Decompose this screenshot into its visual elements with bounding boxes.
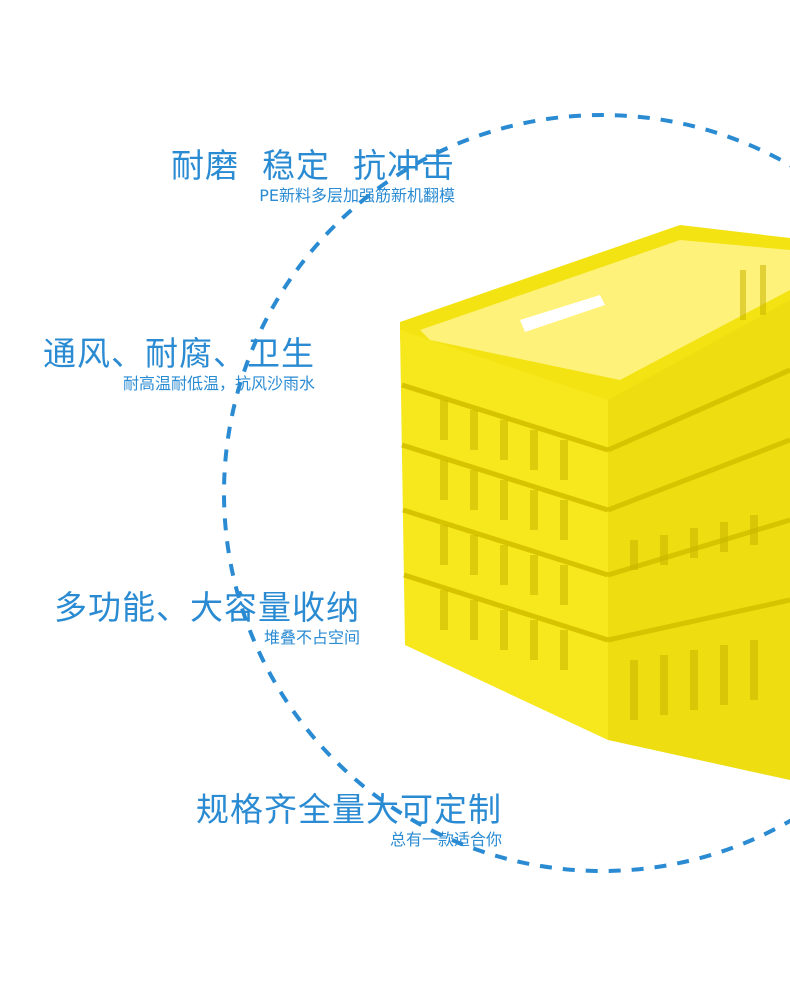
- feature-subtitle: 总有一款适合你: [389, 830, 502, 849]
- feature-title: 多功能、大容量收纳: [54, 588, 360, 627]
- feature-storage: 多功能、大容量收纳 堆叠不占空间: [54, 588, 360, 648]
- feature-title: 规格齐全量大可定制: [196, 790, 502, 829]
- crate-handle-hole: [520, 295, 605, 332]
- dashed-circle: [222, 113, 790, 873]
- feature-durable: 耐磨 稳定 抗冲击 PE新料多层加强筋新机翻模: [171, 146, 455, 206]
- feature-title: 通风、耐腐、卫生: [43, 334, 315, 373]
- feature-title: 耐磨 稳定 抗冲击: [171, 146, 455, 185]
- crate-image: [400, 225, 790, 780]
- feature-subtitle: 堆叠不占空间: [263, 628, 360, 647]
- feature-subtitle: PE新料多层加强筋新机翻模: [259, 186, 455, 205]
- feature-custom: 规格齐全量大可定制 总有一款适合你: [196, 790, 502, 850]
- feature-ventilation: 通风、耐腐、卫生 耐高温耐低温，抗风沙雨水: [43, 334, 315, 394]
- feature-subtitle: 耐高温耐低温，抗风沙雨水: [122, 374, 315, 393]
